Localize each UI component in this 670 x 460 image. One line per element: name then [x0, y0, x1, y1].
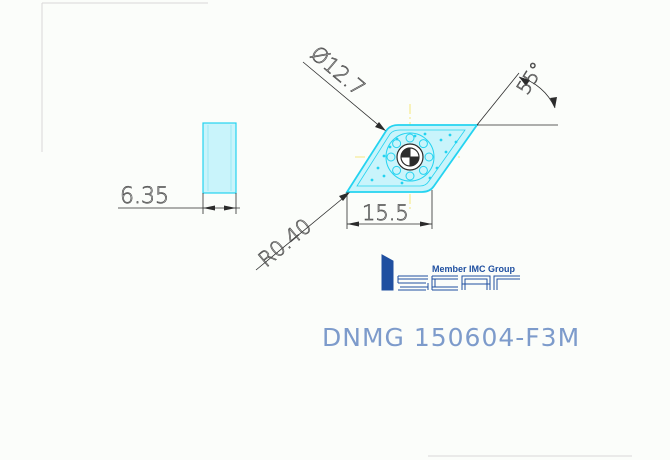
radius-label: R0.40	[254, 214, 316, 272]
diameter-dimension: Ø12.7	[302, 41, 386, 131]
hole-rosette	[386, 133, 434, 181]
side-view-insert	[202, 122, 237, 194]
inscribed-circle	[385, 132, 435, 182]
product-code: DNMG 150604-F3M	[322, 323, 580, 352]
angle-dimension: 55°	[476, 58, 558, 126]
iscar-logo: Member IMC Group	[381, 254, 520, 291]
radius-dimension: R0.40	[253, 192, 350, 272]
side-view: 6.35	[118, 122, 240, 214]
diameter-label: Ø12.7	[306, 41, 370, 100]
iscar-logo-mark	[381, 254, 520, 291]
logo-tagline: Member IMC Group	[432, 264, 516, 274]
insert-top-view	[345, 104, 479, 212]
length-dimension: 15.5	[346, 190, 433, 229]
thickness-label: 6.35	[120, 184, 169, 209]
angle-label: 55°	[513, 58, 550, 98]
chip-breaker-edge	[356, 129, 466, 187]
length-label: 15.5	[362, 201, 409, 225]
